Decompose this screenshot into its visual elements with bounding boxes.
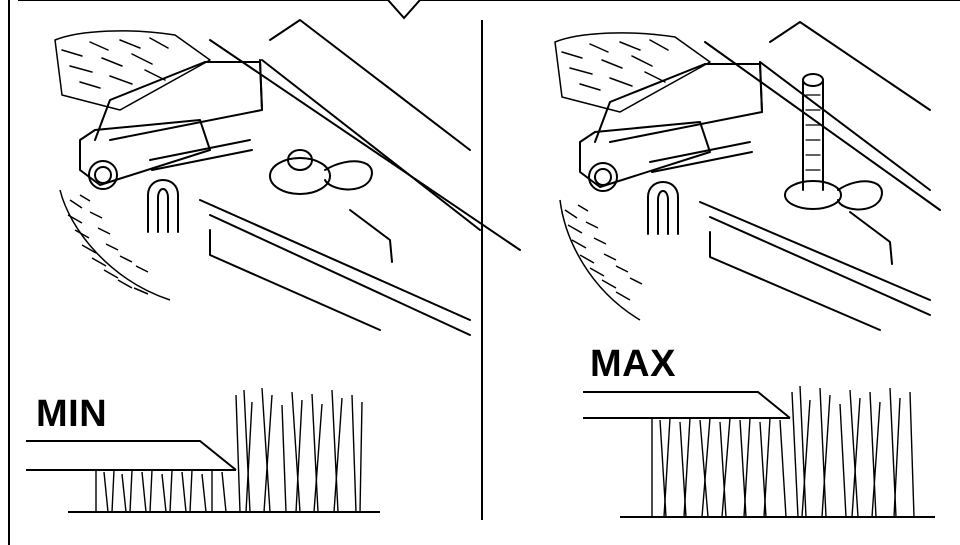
tire-tread-top-right <box>554 32 711 113</box>
tire-tread-top <box>54 30 211 111</box>
min-grass-short <box>95 469 227 513</box>
max-height-indicator <box>583 391 935 518</box>
max-label: MAX <box>590 343 676 385</box>
callout-frame <box>8 0 960 545</box>
min-label: MIN <box>36 393 108 435</box>
max-grass-tall <box>791 385 915 518</box>
min-height-indicator <box>26 440 380 513</box>
tire-tread-left-right <box>559 199 643 321</box>
tire-tread-left <box>59 189 171 301</box>
left-bracket-illustration <box>54 19 521 336</box>
min-grass-tall <box>235 387 363 513</box>
right-bracket-illustration <box>554 21 941 331</box>
max-grass-cut <box>651 417 787 518</box>
